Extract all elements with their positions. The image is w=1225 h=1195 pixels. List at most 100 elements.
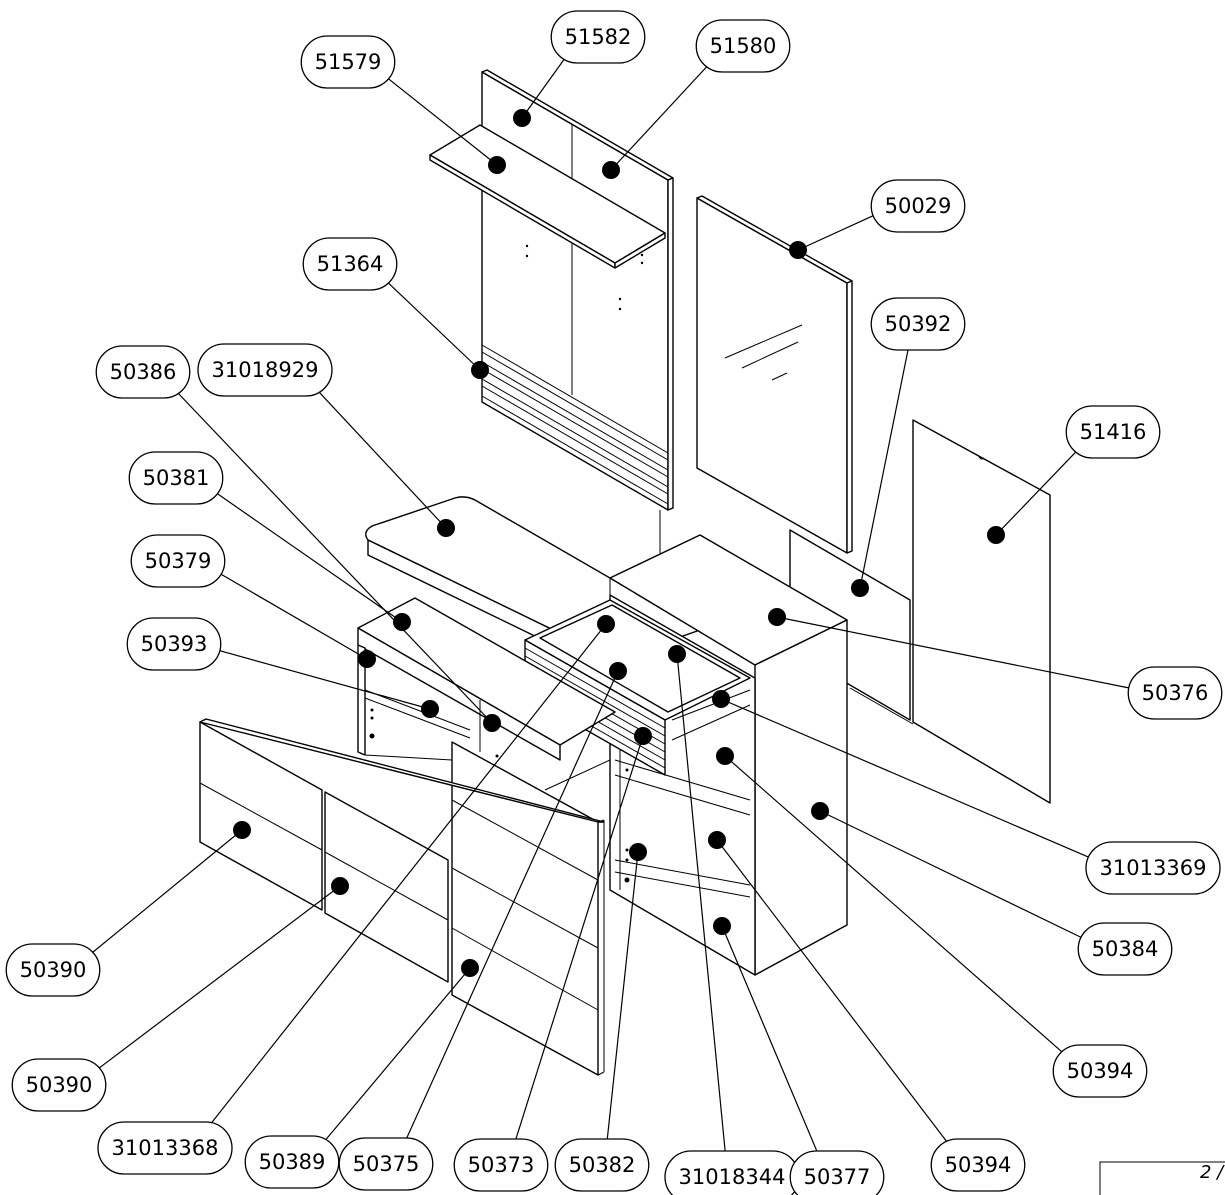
- leader-line-50392: [859, 348, 909, 589]
- callout-label: 50390: [26, 1073, 93, 1097]
- part-marker-dot-50386: [483, 714, 501, 732]
- callout-31018929: 31018929: [197, 343, 333, 397]
- part-marker-dot-50384: [811, 802, 829, 820]
- part-marker-dot-50373: [634, 727, 652, 745]
- leader-line-50379: [217, 572, 368, 660]
- part-marker-dot-50379: [358, 650, 376, 668]
- part-marker-dot-50390: [233, 821, 251, 839]
- callout-51364: 51364: [302, 237, 398, 291]
- callout-label: 51582: [565, 25, 632, 49]
- leader-line-51364: [384, 279, 481, 371]
- part-marker-dot-50390: [331, 877, 349, 895]
- callout-bubble: [338, 1137, 434, 1191]
- part-marker-dot-50377: [713, 917, 731, 935]
- callout-bubble: [1052, 1044, 1148, 1098]
- leader-line-50390: [95, 885, 341, 1071]
- callout-bubble: [11, 1058, 107, 1112]
- back-panel-part: [912, 419, 1051, 804]
- page-number-box: 2 /: [1099, 1161, 1225, 1195]
- callout-50029: 50029: [870, 179, 966, 233]
- left-cabinet-part: [357, 597, 616, 791]
- part-marker-dot-50394: [716, 747, 734, 765]
- part-marker-dot-51364: [471, 361, 489, 379]
- part-marker-dot-31018929: [437, 519, 455, 537]
- callout-bubbles: 51579 51582 51580 50029 51364 50392 50386 31018…: [5, 10, 1223, 1195]
- callout-bubble: [126, 617, 222, 671]
- callout-label: 50393: [141, 632, 208, 656]
- leader-line-50382: [606, 851, 639, 1141]
- part-marker-dot-50392: [851, 579, 869, 597]
- part-marker-dot-50393: [421, 700, 439, 718]
- part-marker-dot-50381: [393, 613, 411, 631]
- callout-51582: 51582: [550, 10, 646, 64]
- callout-50381: 50381: [128, 451, 224, 505]
- callout-label: 51580: [710, 34, 777, 58]
- callout-label: 50389: [259, 1150, 326, 1174]
- hanging-shelf-part: [429, 124, 666, 269]
- callout-bubble: [1065, 405, 1161, 459]
- callout-bubble: [1077, 922, 1173, 976]
- callout-label: 51416: [1080, 420, 1147, 444]
- leader-line-50393: [217, 649, 431, 710]
- callout-bubble: [5, 943, 101, 997]
- callout-bubble: [130, 534, 226, 588]
- leader-line-50377: [721, 925, 819, 1155]
- callout-50394: 50394: [1052, 1044, 1148, 1098]
- leader-line-31018344: [676, 653, 726, 1152]
- leader-line-50386: [174, 389, 493, 724]
- part-marker-dot-50375: [609, 662, 627, 680]
- callout-label: 50377: [804, 1165, 871, 1189]
- callout-label: 31013368: [112, 1136, 219, 1160]
- part-marker-dot-31018344: [668, 645, 686, 663]
- part-marker-dot-50382: [629, 843, 647, 861]
- front-panels-part: [199, 718, 605, 1076]
- callout-label: 50375: [353, 1152, 420, 1176]
- leader-line-50375: [404, 670, 619, 1142]
- callout-label: 50379: [145, 549, 212, 573]
- callout-label: 50382: [569, 1153, 636, 1177]
- callout-bubble: [930, 1138, 1026, 1192]
- part-marker-dot-50394: [708, 831, 726, 849]
- part-marker-dot-50376: [768, 608, 786, 626]
- callout-label: 50381: [143, 466, 210, 490]
- callout-50384: 50384: [1077, 922, 1173, 976]
- callout-50373: 50373: [453, 1138, 549, 1192]
- callout-50376: 50376: [1127, 666, 1223, 720]
- callout-bubble: [554, 1138, 650, 1192]
- callout-50392: 50392: [870, 297, 966, 351]
- furniture-drawing: [199, 69, 1051, 1076]
- callout-50393: 50393: [126, 617, 222, 671]
- part-marker-dot-51582: [513, 109, 531, 127]
- leader-line-31013369: [720, 698, 1093, 860]
- leader-line-50376: [776, 616, 1131, 689]
- part-marker-dot-31013368: [597, 615, 615, 633]
- leader-line-50381: [213, 491, 403, 623]
- leader-line-50394: [716, 839, 951, 1146]
- leader-line-51579: [384, 75, 498, 166]
- callout-label: 50394: [1067, 1059, 1134, 1083]
- callout-50382: 50382: [554, 1138, 650, 1192]
- callout-bubble: [128, 451, 224, 505]
- callout-label: 50392: [885, 312, 952, 336]
- leader-line-50389: [322, 967, 471, 1144]
- callout-bubble: [197, 343, 333, 397]
- callout-bubble: [550, 10, 646, 64]
- part-marker-dot-50389: [461, 959, 479, 977]
- part-marker-dot-51580: [602, 161, 620, 179]
- callout-label: 50394: [945, 1153, 1012, 1177]
- callout-bubble: [870, 179, 966, 233]
- callout-bubble: [789, 1150, 885, 1195]
- part-marker-dot-51579: [488, 156, 506, 174]
- leader-line-50384: [819, 810, 1084, 940]
- callout-label: 31013369: [1100, 856, 1207, 880]
- part-marker-dot-51416: [987, 526, 1005, 544]
- callout-label: 31018929: [212, 358, 319, 382]
- callout-51579: 51579: [300, 35, 396, 89]
- callout-bubble: [1085, 841, 1221, 895]
- callout-50379: 50379: [130, 534, 226, 588]
- leader-line-51580: [610, 62, 711, 171]
- callout-label: 51579: [315, 50, 382, 74]
- leader-line-51582: [521, 55, 568, 119]
- callout-label: 50386: [110, 360, 177, 384]
